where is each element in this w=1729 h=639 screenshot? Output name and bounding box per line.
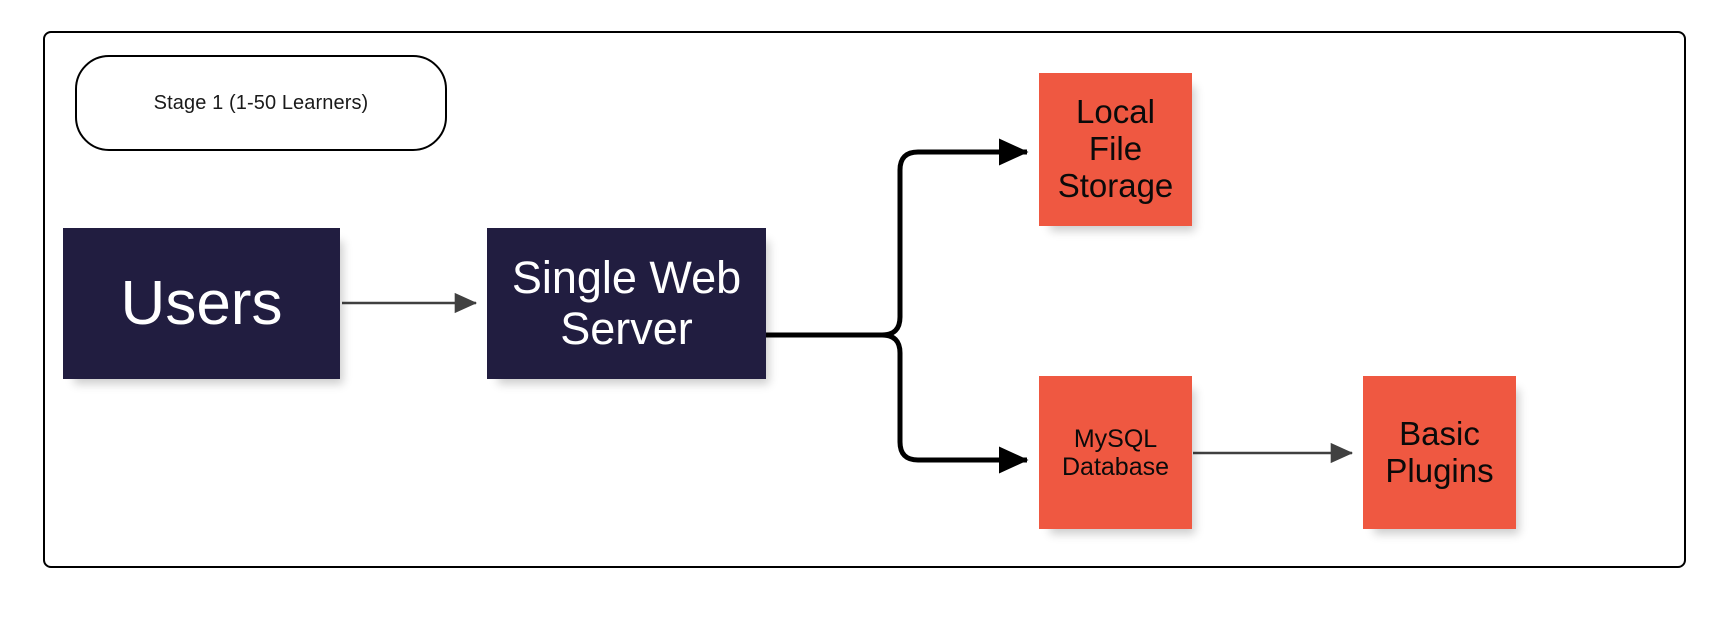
node-users[interactable]: Users [63,228,340,379]
node-users-label: Users [120,268,283,338]
stage-label-text: Stage 1 (1-50 Learners) [153,91,369,114]
stage-label-pill: Stage 1 (1-50 Learners) [75,55,447,151]
diagram-frame [43,31,1686,568]
